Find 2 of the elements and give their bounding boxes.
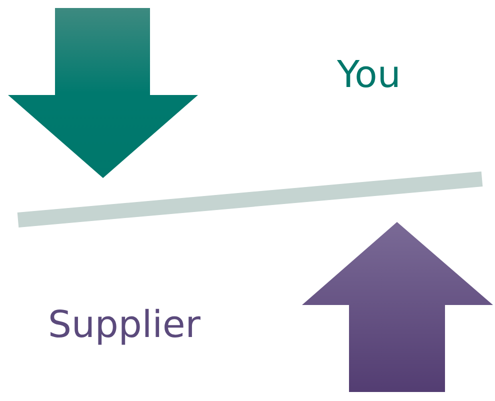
label-text: You [337,56,401,93]
label-text: Supplier [48,306,200,343]
